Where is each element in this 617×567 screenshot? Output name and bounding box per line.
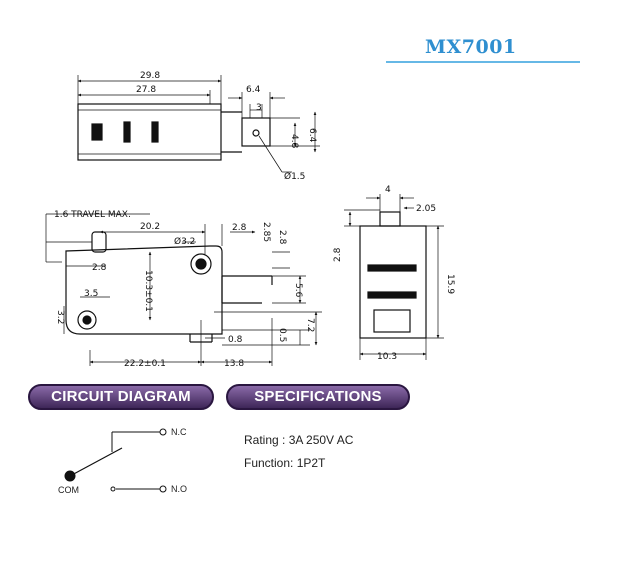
- dim-bottom-offset: 0.8: [228, 335, 243, 345]
- no-label: N.O: [171, 484, 188, 494]
- dim-side-pivot-x: 20.2: [140, 222, 160, 232]
- dim-top-length: 29.8: [140, 71, 160, 81]
- mount-hole-inner: [82, 315, 92, 325]
- dim-end-actuator: 4: [385, 185, 391, 195]
- actuator-button: [91, 231, 107, 253]
- end-view: [359, 211, 427, 339]
- dim-top-hole: Ø1.5: [284, 171, 305, 182]
- dim-travel: 1.6 TRAVEL MAX.: [54, 210, 131, 220]
- com-label: COM: [58, 485, 79, 495]
- dim-hole-spacing: 22.2±0.1: [124, 359, 166, 369]
- dim-mount-x: 3.5: [84, 289, 98, 299]
- dim-terminal-offset: 0.5: [277, 328, 287, 342]
- top-view-window: [91, 123, 103, 141]
- dim-end-offset: 2.05: [416, 204, 436, 214]
- dim-top-width-a: 4.8: [289, 134, 299, 149]
- mount-hole-outer: [77, 310, 97, 330]
- side-pivot-inner: [195, 258, 207, 270]
- dim-end-height: 15.9: [445, 274, 455, 294]
- com-terminal: [64, 470, 76, 482]
- circuit-diagram-heading: CIRCUIT DIAGRAM: [28, 384, 214, 410]
- switch-blade: [69, 447, 123, 477]
- dim-top-width-b: 6.4: [307, 128, 317, 143]
- dim-terminal-height: 7.2: [305, 318, 315, 332]
- end-view-actuator: [379, 211, 401, 227]
- spec-rating: Rating : 3A 250V AC: [244, 433, 354, 447]
- dim-side-top-a: 2.85: [261, 222, 271, 242]
- dim-mount-y: 3.2: [55, 310, 65, 324]
- nc-label: N.C: [171, 427, 187, 437]
- part-number-title: MX7001: [425, 36, 517, 58]
- spec-function: Function: 1P2T: [244, 456, 326, 470]
- dim-end-actuator-height: 2.8: [333, 247, 343, 262]
- dim-side-height: 10.3±0.1: [143, 270, 153, 312]
- dim-actuator-offset: 2.8: [92, 263, 107, 273]
- dim-hole-to-terminal: 13.8: [224, 359, 244, 369]
- side-view: [65, 231, 273, 343]
- top-view: [77, 103, 271, 161]
- specifications-heading: SPECIFICATIONS: [226, 384, 410, 410]
- dim-terminal-gap: 5.6: [293, 283, 303, 298]
- dim-pivot-dia: Ø3.2: [174, 236, 195, 247]
- dim-top-body: 27.8: [136, 85, 156, 95]
- title-underline: [386, 61, 580, 63]
- end-view-body: [359, 225, 427, 339]
- no-terminal: [159, 485, 167, 493]
- top-view-body: [77, 103, 222, 161]
- terminal-hole: [252, 129, 260, 137]
- dim-side-top-offset: 2.8: [232, 223, 247, 233]
- dim-side-top-b: 2.8: [277, 230, 287, 245]
- dim-top-terminal: 6.4: [246, 85, 261, 95]
- dim-end-width: 10.3: [377, 352, 397, 362]
- circuit-diagram: [64, 428, 167, 493]
- no-contact: [110, 486, 116, 492]
- nc-terminal: [159, 428, 167, 436]
- dim-top-slot: 3: [256, 103, 262, 113]
- top-view-terminal: [241, 117, 271, 147]
- side-pivot-outer: [190, 253, 212, 275]
